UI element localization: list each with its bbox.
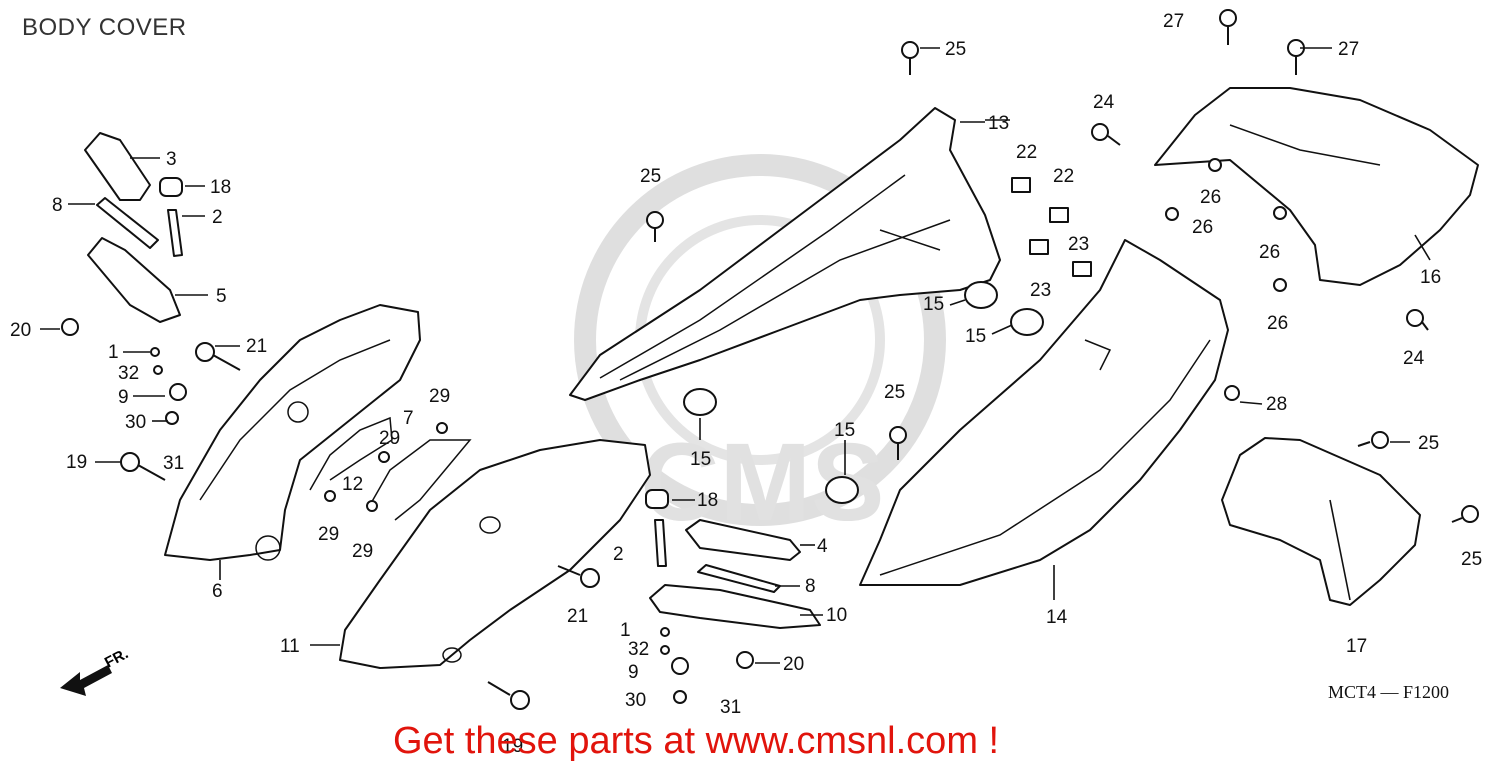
callout-20: 20 [10, 320, 31, 341]
part-14-side-cover [859, 239, 1229, 586]
callout-25a: 25 [640, 166, 661, 187]
callout-9: 9 [118, 387, 129, 408]
callout-24b: 24 [1403, 348, 1425, 369]
callout-25c: 25 [884, 382, 905, 403]
callout-19: 19 [66, 452, 87, 473]
callout-29b: 29 [379, 428, 400, 449]
part-17-lower-cover [1221, 437, 1421, 606]
callout-19b: 19 [502, 736, 523, 757]
callout-21b: 21 [567, 606, 588, 627]
callout-26a: 26 [1200, 187, 1221, 208]
callout-13: 13 [988, 113, 1009, 134]
callout-10: 10 [826, 605, 847, 626]
grommets-15 [683, 281, 1044, 504]
callout-4: 4 [817, 536, 828, 557]
part-12-stay [369, 439, 472, 521]
part-3-footrest-rubber [84, 132, 151, 201]
callout-2b: 2 [613, 544, 624, 565]
callout-32: 32 [118, 363, 139, 384]
front-direction-arrow: FR. [60, 645, 131, 696]
part-6-bracket [164, 304, 421, 561]
callout-20b: 20 [783, 654, 804, 675]
callout-8b: 8 [805, 576, 816, 597]
callout-12: 12 [342, 474, 363, 495]
clips-22-23 [1011, 177, 1092, 277]
callout-2: 2 [212, 207, 223, 228]
callout-23a: 23 [1068, 234, 1089, 255]
part-13-cover [569, 107, 1001, 401]
callout-29a: 29 [429, 386, 450, 407]
callout-26d: 26 [1267, 313, 1288, 334]
part-7-stay [309, 416, 393, 491]
callout-26b: 26 [1192, 217, 1213, 238]
bolts [61, 9, 1479, 710]
callout-28: 28 [1266, 394, 1287, 415]
callout-6: 6 [212, 581, 223, 602]
callout-31b: 31 [720, 697, 741, 718]
callout-17: 17 [1346, 636, 1367, 657]
callout-7: 7 [403, 408, 414, 429]
part-18b-cap [645, 489, 669, 509]
callout-27b: 27 [1338, 39, 1359, 60]
diagram-code: MCT4 — F1200 [1328, 682, 1450, 702]
callout-25e: 25 [1461, 549, 1482, 570]
callout-30b: 30 [625, 690, 646, 711]
part-18-cap [159, 177, 183, 197]
promo-link[interactable]: Get these parts at www.cmsnl.com ! [393, 720, 1000, 762]
callout-15a: 15 [923, 294, 944, 315]
callout-29c: 29 [318, 524, 339, 545]
callout-23b: 23 [1030, 280, 1051, 301]
part-11-left-cover [339, 439, 651, 669]
part-2-pin [167, 209, 183, 257]
callout-27a: 27 [1163, 11, 1184, 32]
callout-1b: 1 [620, 620, 631, 641]
callout-18: 18 [210, 177, 231, 198]
diagram-title: BODY COVER [22, 14, 187, 41]
callout-8: 8 [52, 195, 63, 216]
callout-14: 14 [1046, 607, 1068, 628]
callout-25b: 25 [945, 39, 966, 60]
part-4-footrest-rubber [685, 519, 801, 561]
callout-22b: 22 [1053, 166, 1074, 187]
leader-lines [40, 47, 1431, 664]
callout-3: 3 [166, 149, 177, 170]
callout-labels: 3 18 2 8 5 20 21 1 32 9 30 31 19 6 7 29 … [10, 11, 1482, 757]
callout-32b: 32 [628, 639, 649, 660]
callout-15d: 15 [834, 420, 855, 441]
part-5-footrest [87, 237, 181, 323]
callout-29d: 29 [352, 541, 373, 562]
callout-18b: 18 [697, 490, 718, 511]
callout-30: 30 [125, 412, 146, 433]
callout-16: 16 [1420, 267, 1441, 288]
callout-11: 11 [280, 636, 300, 657]
callout-9b: 9 [628, 662, 639, 683]
part-8b-spring [697, 564, 781, 593]
callout-1: 1 [108, 342, 119, 363]
part-10-footrest [649, 584, 821, 629]
callout-5: 5 [216, 286, 227, 307]
part-8-spring [96, 197, 159, 249]
part-2b-pin [654, 519, 667, 567]
callout-31: 31 [163, 453, 184, 474]
callout-15b: 15 [965, 326, 986, 347]
callout-25d: 25 [1418, 433, 1439, 454]
callout-22a: 22 [1016, 142, 1037, 163]
callout-24a: 24 [1093, 92, 1115, 113]
callout-21: 21 [246, 336, 267, 357]
callout-26c: 26 [1259, 242, 1280, 263]
callout-15c: 15 [690, 449, 711, 470]
part-16-rear-cowl [1154, 87, 1479, 286]
